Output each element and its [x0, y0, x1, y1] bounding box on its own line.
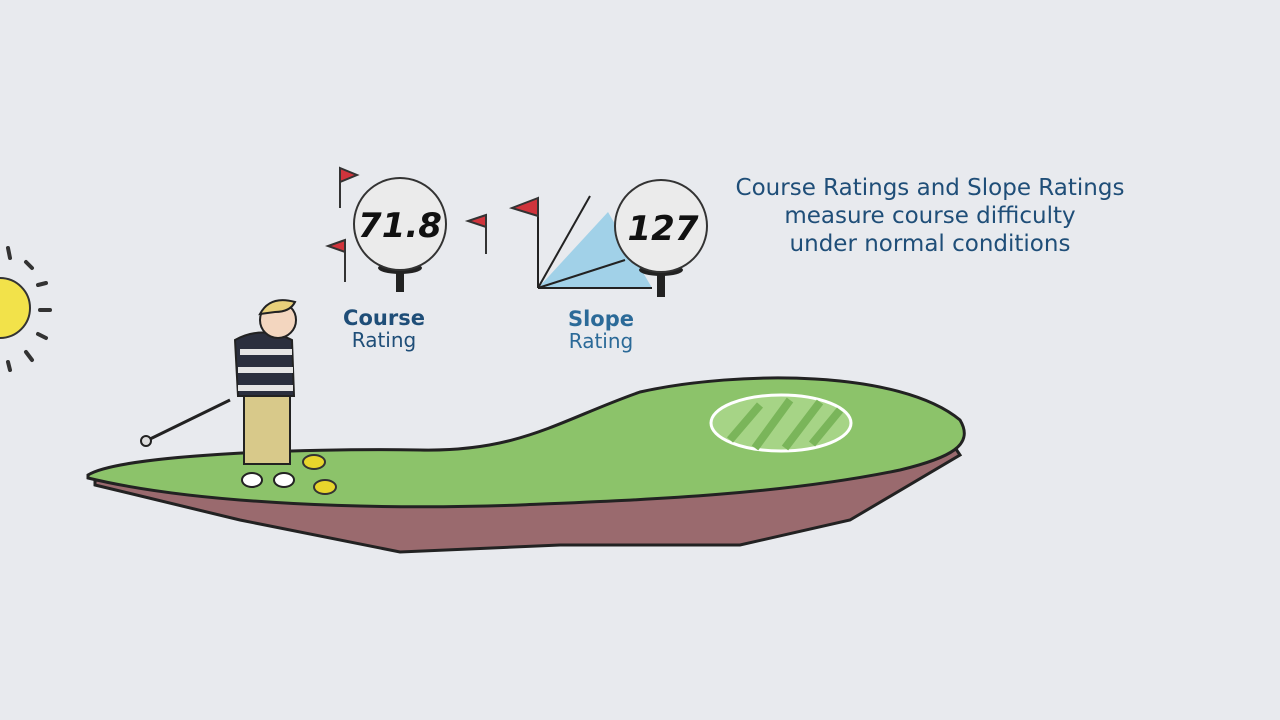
caption-line-2: measure course difficulty [784, 203, 1076, 229]
slope-rating-subtitle: Rating [568, 329, 634, 353]
slope-rating-title: Slope [567, 307, 635, 331]
course-rating-label: Course Rating [324, 307, 444, 351]
course-rating-value: 71.8 [358, 206, 442, 246]
sun-icon [0, 246, 52, 372]
slope-rating-graphic: 127 [508, 179, 708, 297]
golf-course-island [86, 376, 966, 554]
golfer-figure [140, 299, 297, 488]
course-rating-title: Course [343, 306, 425, 330]
slope-rating-label: Slope Rating [541, 308, 661, 352]
course-rating-ball: 71.8 [324, 166, 487, 292]
caption: Course Ratings and Slope Ratings measure… [700, 174, 1160, 258]
slope-rating-value: 127 [628, 209, 699, 249]
caption-line-1: Course Ratings and Slope Ratings [735, 175, 1125, 201]
tee-markers [302, 454, 337, 495]
course-rating-subtitle: Rating [351, 328, 417, 352]
caption-line-3: under normal conditions [789, 231, 1071, 257]
